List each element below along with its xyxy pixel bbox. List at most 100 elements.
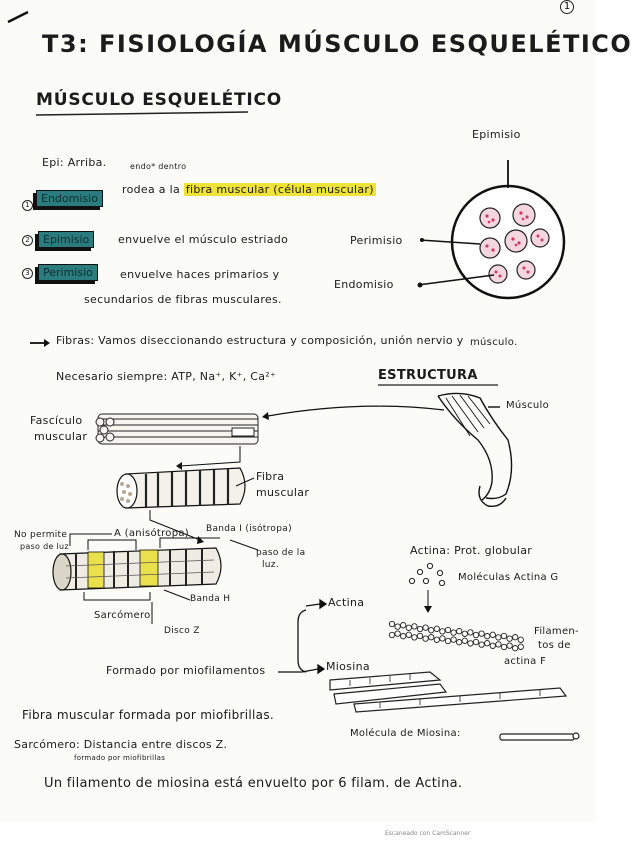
actina-bead xyxy=(411,623,418,630)
pen-mark xyxy=(7,10,29,24)
disco-z-label: Disco Z xyxy=(164,626,200,636)
actina-bead xyxy=(461,637,468,644)
actina-bead xyxy=(388,620,396,628)
endomisio-label: Endomisio xyxy=(36,190,103,207)
arm-muscle-drawing xyxy=(437,392,513,508)
actina-bead xyxy=(444,637,452,645)
paso-luz-label-1: paso de la xyxy=(256,548,306,558)
page-number: 1 xyxy=(560,0,574,14)
actina-bead xyxy=(461,630,468,637)
actina-bead xyxy=(411,634,418,641)
actina-g-label: Moléculas Actina G xyxy=(458,572,559,583)
actina-bead xyxy=(506,635,513,642)
actina-bead xyxy=(495,634,502,641)
cross-section-diagram xyxy=(417,160,566,300)
actina-bead xyxy=(489,642,496,649)
miosina-label: Miosina xyxy=(326,660,370,673)
epimisio-label: Epimisio xyxy=(38,231,95,248)
musculo-label: Músculo xyxy=(506,400,550,411)
banda-h-label: Banda H xyxy=(190,594,231,604)
actina-f-label-3: actina F xyxy=(504,656,547,667)
necesario-note: Necesario siempre: ATP, Na⁺, K⁺, Ca²⁺ xyxy=(56,370,277,383)
sarcomero-label: Sarcómero xyxy=(94,610,151,621)
page-title: T3: FISIOLOGÍA MÚSCULO ESQUELÉTICO xyxy=(42,30,632,58)
paso-luz-label-2: luz. xyxy=(262,560,279,570)
actina-info-line: Actina: Prot. globular xyxy=(410,544,533,557)
cs-endomisio-label: Endomisio xyxy=(334,278,394,291)
actina-bead xyxy=(450,629,457,636)
actina-bead xyxy=(400,633,407,640)
layer-number: 2 xyxy=(22,235,33,246)
actina-bead xyxy=(472,638,480,646)
fibra-highlight: fibra muscular (célula muscular) xyxy=(183,183,376,196)
actina-bead xyxy=(456,639,463,646)
actina-bead xyxy=(439,635,446,642)
perimisio-desc: envuelve haces primarios y xyxy=(120,268,280,281)
actina-bead xyxy=(400,622,407,629)
actina-bead xyxy=(512,645,519,652)
subtitle-underline xyxy=(35,111,249,116)
perimisio-label: Perimisio xyxy=(38,264,98,281)
no-permite-label-1: No permite xyxy=(14,530,68,540)
fibra-label-1: Fibra xyxy=(256,470,285,483)
fasciculo-label-2: muscular xyxy=(34,430,88,443)
actina-f-filament xyxy=(388,620,524,652)
myofibril-drawing xyxy=(52,547,222,591)
actina-bead xyxy=(450,636,457,643)
notebook-page: 1 T3: FISIOLOGÍA MÚSCULO ESQUELÉTICO MÚS… xyxy=(7,0,631,791)
scan-footer: Escaneado con CamScanner xyxy=(0,822,599,848)
actina-bead xyxy=(433,636,440,643)
fasciculo-label-1: Fascículo xyxy=(30,414,83,427)
actina-bead xyxy=(405,631,412,638)
actina-bead xyxy=(506,642,513,649)
layer-number: 3 xyxy=(22,268,33,279)
endomisio-desc: rodea a la fibra muscular (célula muscul… xyxy=(122,183,376,196)
page-drawings xyxy=(7,10,580,741)
no-permite-label-2: paso de luz xyxy=(20,542,69,551)
actina-bead xyxy=(489,631,496,638)
sarcomero-def-note: Sarcómero: Distancia entre discos Z. xyxy=(14,738,228,751)
actina-bead xyxy=(422,624,429,631)
formado-bracket xyxy=(278,598,328,675)
footer-watermark: Escaneado con CamScanner xyxy=(385,830,471,837)
actina-bead xyxy=(416,632,424,640)
actina-bead xyxy=(500,643,508,651)
actina-bead xyxy=(472,631,480,639)
fibras-line-1: Fibras: Vamos diseccionando estructura y… xyxy=(56,334,464,347)
actina-bead xyxy=(422,635,429,642)
actina-bead xyxy=(405,624,412,631)
actina-bead xyxy=(512,634,519,641)
muscle-fiber-drawing xyxy=(116,467,255,509)
miosina-filaments xyxy=(329,671,568,713)
banda-a-label: A (anisótropa) xyxy=(114,528,190,539)
formado-label: Formado por miofilamentos xyxy=(106,664,266,677)
epi-note: Epi: Arriba. xyxy=(42,156,107,169)
actina-bead xyxy=(478,630,485,637)
actina-bead xyxy=(467,629,474,636)
actina-bead xyxy=(439,628,446,635)
molecula-miosina-bar xyxy=(499,732,580,741)
actina-bead xyxy=(517,643,524,650)
section-subtitle: MÚSCULO ESQUELÉTICO xyxy=(36,90,283,110)
actina-bead xyxy=(416,625,424,633)
sarcomero-sub-note: formado por miofibrillas xyxy=(74,754,166,762)
actina-bead xyxy=(433,625,440,632)
actina-bead xyxy=(456,628,463,635)
estructura-heading: ESTRUCTURA xyxy=(378,368,478,383)
actina-bead xyxy=(388,631,396,639)
cs-epimisio-label: Epimisio xyxy=(472,128,521,141)
actina-bead xyxy=(394,623,401,630)
actina-bead xyxy=(394,630,401,637)
actina-f-label-1: Filamen- xyxy=(534,626,579,637)
actina-bead xyxy=(484,640,491,647)
actina-bead xyxy=(428,634,435,641)
filamento-miosina-note: Un filamento de miosina está envuelto po… xyxy=(44,776,463,791)
endomisio-desc-text: rodea a la xyxy=(122,183,181,196)
actina-bead xyxy=(500,632,508,640)
actina-label: Actina xyxy=(328,596,365,609)
actina-f-label-2: tos de xyxy=(538,640,571,651)
fasciculo-drawing xyxy=(95,413,259,445)
perimisio-desc-2: secundarios de fibras musculares. xyxy=(84,293,282,306)
layer-number: 1 xyxy=(22,200,33,211)
banda-i-label: Banda I (isótropa) xyxy=(206,524,292,534)
